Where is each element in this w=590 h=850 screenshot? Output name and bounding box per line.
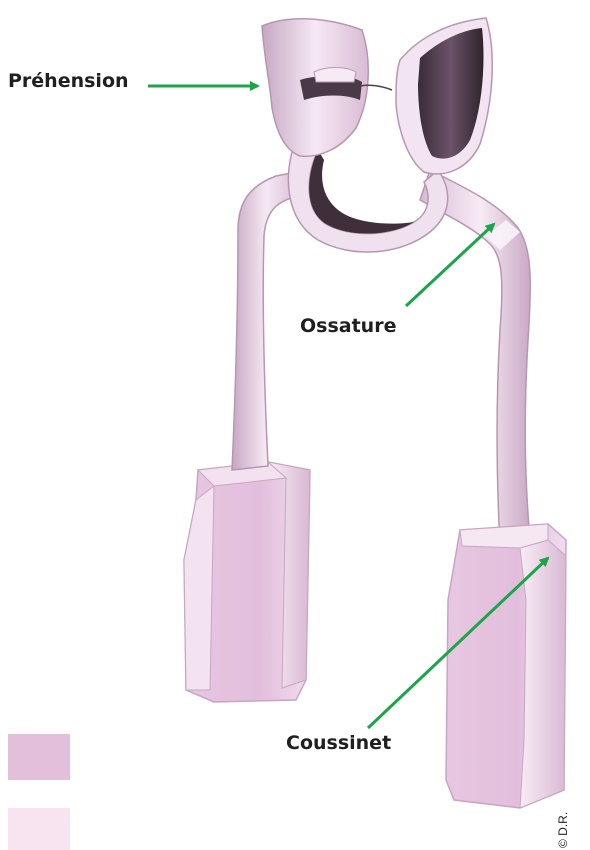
label-coussinet: Coussinet bbox=[286, 732, 391, 754]
color-swatch-dark bbox=[8, 734, 70, 780]
photo-credit: © D.R. bbox=[556, 812, 570, 848]
label-prehension: Préhension bbox=[8, 70, 129, 92]
color-swatch-light bbox=[8, 808, 70, 850]
right-cushion bbox=[446, 524, 566, 808]
left-grip bbox=[262, 19, 392, 157]
label-ossature: Ossature bbox=[300, 315, 396, 337]
left-arm bbox=[232, 172, 300, 470]
left-cushion bbox=[184, 462, 310, 702]
right-grip bbox=[396, 18, 492, 174]
